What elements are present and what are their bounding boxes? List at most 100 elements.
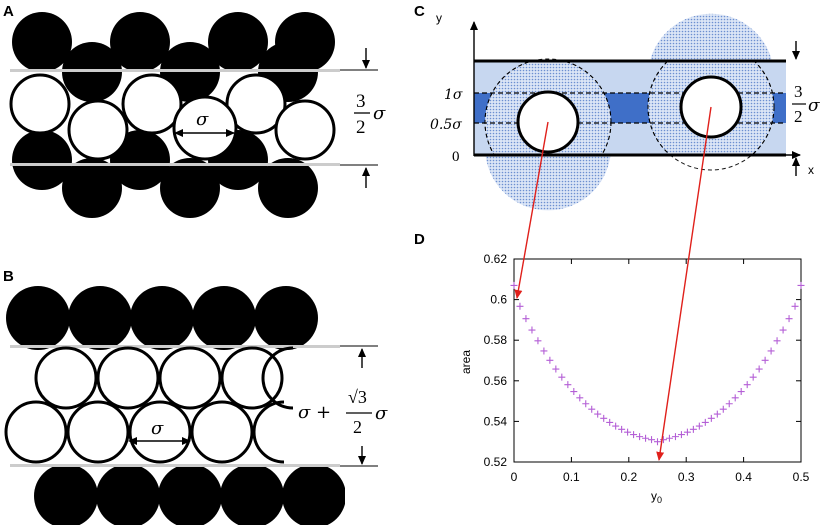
- panel-b-gap-sigma: σ: [375, 403, 388, 424]
- data-point: [576, 394, 584, 402]
- panel-a-highlighted-sphere: [172, 95, 238, 161]
- data-point: [761, 356, 769, 364]
- panel-a-confined-spheres: [9, 73, 336, 161]
- data-point: [546, 356, 554, 364]
- panel-c-gap-sigma: σ: [808, 96, 820, 116]
- data-point: [797, 281, 805, 289]
- panel-c-gap-denominator: 2: [794, 107, 803, 126]
- data-point: [654, 438, 661, 446]
- data-point: [773, 337, 781, 345]
- panel-a-bottom-wall-spheres: [12, 130, 318, 218]
- x-tick-label: 0.5: [793, 470, 810, 484]
- panel-b-gap-numerator: √3: [348, 387, 367, 407]
- data-point: [510, 281, 518, 289]
- x-tick-label: 0: [511, 470, 518, 484]
- panel-b: [4, 286, 345, 525]
- data-point: [713, 410, 721, 418]
- data-point: [588, 405, 596, 413]
- x-tick-label: 0.2: [620, 470, 637, 484]
- data-point: [695, 422, 703, 430]
- data-point: [630, 431, 638, 439]
- data-point: [677, 431, 685, 439]
- panel-d-label: D: [414, 231, 425, 248]
- panel-a-gap-sigma: σ: [373, 103, 386, 124]
- panel-c-exclusion-lower-fill-left: [485, 156, 611, 211]
- panel-b-gap-denominator: 2: [353, 417, 362, 437]
- chart-x-axis-label-base: y: [651, 489, 657, 503]
- panel-c-y-axis-label: y: [436, 11, 442, 25]
- panel-a-bottom-wall-line: [10, 163, 340, 166]
- data-point: [516, 302, 524, 310]
- data-point: [731, 394, 739, 402]
- data-point: [582, 400, 590, 408]
- x-tick-label: 0.4: [735, 470, 752, 484]
- x-tick-label: 0.3: [678, 470, 695, 484]
- y-tick-label: 0.52: [484, 455, 508, 469]
- panel-a-sigma-label: σ: [196, 109, 209, 130]
- data-point: [767, 347, 775, 355]
- panel-b-bottom-wall-line: [10, 464, 340, 467]
- panel-a-gap-denominator: 2: [356, 117, 366, 138]
- data-point: [659, 436, 667, 444]
- panel-c-label: C: [414, 3, 425, 20]
- panel-c-x-axis-label: x: [808, 163, 814, 177]
- y-tick-label: 0.54: [484, 414, 508, 428]
- link-arrow-left-sphere: [514, 121, 549, 299]
- panel-a-label: A: [3, 3, 14, 20]
- data-point: [749, 373, 757, 381]
- data-point: [755, 365, 763, 373]
- data-point: [719, 405, 727, 413]
- data-point: [528, 326, 536, 334]
- chart-x-axis-label: y0: [651, 489, 662, 505]
- panel-c-tick-1sigma: 1σ: [444, 87, 463, 103]
- data-point: [779, 326, 787, 334]
- data-point: [725, 400, 733, 408]
- data-point: [636, 433, 644, 441]
- data-point: [534, 337, 542, 345]
- data-point: [737, 388, 745, 396]
- panel-b-top-wall-spheres: [6, 286, 318, 350]
- data-point: [665, 434, 673, 442]
- data-point: [743, 381, 751, 389]
- data-point: [648, 436, 656, 444]
- data-point: [540, 347, 548, 355]
- chart-y-ticks: 0.520.540.560.580.60.62: [484, 252, 801, 469]
- chart-y-axis-label: area: [459, 350, 473, 374]
- x-tick-label: 0.1: [563, 470, 580, 484]
- chart-x-axis-label-subscript: 0: [657, 495, 662, 505]
- data-point: [558, 373, 566, 381]
- data-point: [785, 315, 793, 323]
- panel-b-bottom-wall-spheres: [34, 464, 345, 525]
- link-arrow-right-sphere: [656, 106, 712, 461]
- data-point: [671, 433, 679, 441]
- panel-b-label: B: [3, 268, 14, 285]
- panel-b-top-wall-line: [10, 345, 340, 348]
- data-point: [570, 388, 578, 396]
- panel-b-sigma-label: σ: [151, 418, 164, 439]
- chart-data-points: [510, 281, 805, 446]
- data-point: [552, 365, 560, 373]
- data-point: [564, 381, 572, 389]
- chart-plot-frame: [513, 258, 802, 463]
- panel-b-gap-prefix: σ +: [298, 402, 331, 423]
- panel-b-confined-spheres-row1: [34, 346, 294, 410]
- data-point: [791, 302, 799, 310]
- panel-a-gap-numerator: 3: [356, 91, 366, 112]
- data-point: [624, 428, 632, 436]
- data-point: [522, 315, 530, 323]
- panel-c-tick-zero: 0: [452, 149, 460, 165]
- data-point: [594, 410, 602, 418]
- data-point: [683, 428, 691, 436]
- y-tick-label: 0.56: [484, 374, 508, 388]
- y-tick-label: 0.6: [490, 293, 507, 307]
- panel-a-top-wall-line: [10, 69, 340, 72]
- panel-a: [9, 12, 340, 218]
- data-point: [600, 414, 608, 422]
- panel-c: [460, 0, 805, 216]
- data-point: [606, 418, 614, 426]
- chart-x-ticks: 0 0.1 0.2 0.3 0.4 0.5: [511, 259, 810, 484]
- data-point: [701, 418, 709, 426]
- panel-c-tick-halfsigma: 0.5σ: [430, 117, 462, 133]
